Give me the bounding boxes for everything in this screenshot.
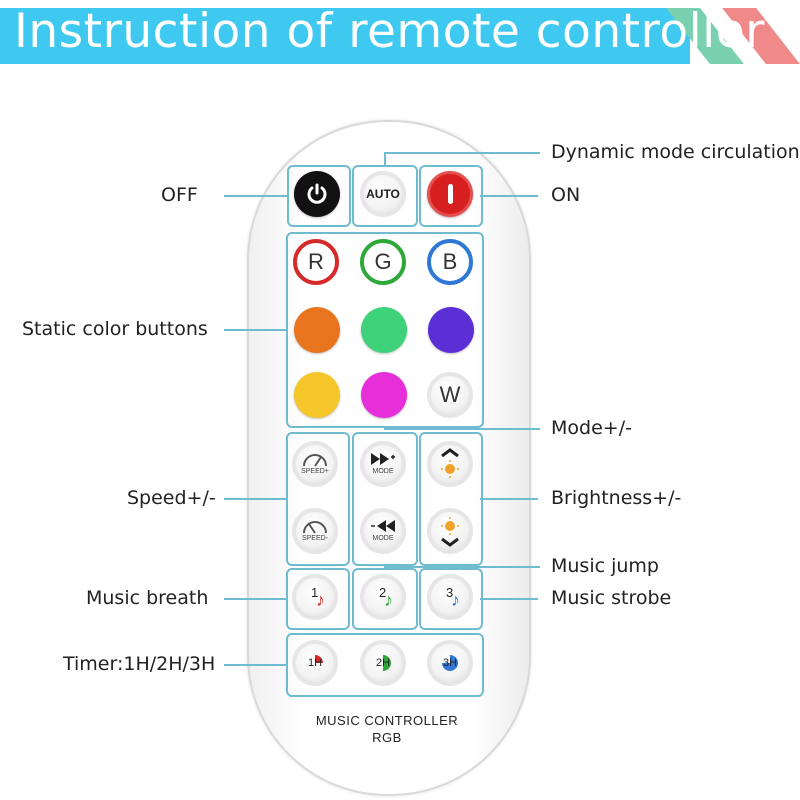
mode-plus-label: MODE [372,468,394,475]
b-button[interactable]: B [427,239,473,285]
auto-button[interactable]: AUTO [360,171,406,217]
g-button[interactable]: G [360,239,406,285]
timer-3h-button[interactable]: 3H [427,640,473,686]
mode-minus-button[interactable]: MODE [360,508,406,554]
music-breath-button[interactable]: 1 ♪ [292,574,338,620]
label-speed: Speed+/- [127,487,216,509]
title-banner: Instruction of remote controller [0,0,800,68]
on-button[interactable] [427,171,473,217]
callout-dynamic-vline [384,152,386,166]
on-bar-icon [447,184,453,204]
frame-mode [352,432,418,566]
label-music-jump: Music jump [551,555,659,577]
callout-brightness-line [480,498,538,500]
orange-button[interactable] [294,307,340,353]
music-note-icon: ♪ [451,590,460,610]
music-strobe-button[interactable]: 3 ♪ [427,574,473,620]
speedometer-icon [303,521,327,534]
timer-pie-icon [307,655,323,671]
music3-label: 3 [446,585,454,600]
brightness-plus-button[interactable] [427,441,473,487]
music-jump-button[interactable]: 2 ♪ [360,574,406,620]
r-label: R [308,249,324,274]
timer1-label: 1H [307,657,323,669]
frame-timer [286,633,484,697]
off-button[interactable] [294,171,340,217]
fast-forward-icon [371,453,395,465]
callout-music-jump-line [384,566,540,568]
brand-line2: RGB [372,730,402,745]
timer-pie-icon [375,655,391,671]
yellow-button[interactable] [294,372,340,418]
sun-up-icon [441,448,459,478]
speed-plus-label: SPEED+ [301,468,329,475]
rewind-icon [371,520,395,532]
callout-dynamic-line [384,152,540,154]
banner-bar [0,8,690,64]
callout-music-breath-line [224,598,287,600]
w-label: W [439,382,461,407]
timer-pie-icon [442,655,458,671]
callout-on-line [480,195,538,197]
green-button[interactable] [361,307,407,353]
frame-off [287,165,351,227]
speed-plus-button[interactable]: SPEED+ [292,441,338,487]
callout-speed-line [224,498,287,500]
music1-label: 1 [311,585,319,600]
r-button[interactable]: R [293,239,339,285]
mode-minus-label: MODE [372,535,394,542]
label-music-breath: Music breath [86,587,209,609]
b-label: B [442,249,458,274]
auto-label: AUTO [366,187,400,201]
timer-2h-button[interactable]: 2H [360,640,406,686]
callout-mode-line [384,428,540,430]
label-brightness: Brightness+/- [551,487,682,509]
frame-colors [286,232,484,428]
callout-static-line [224,329,287,331]
speed-minus-label: SPEED- [301,535,329,542]
brand-line1: MUSIC CONTROLLER [315,713,459,728]
speedometer-icon [303,454,327,467]
timer2-label: 2H [375,657,391,669]
frame-speed [286,432,350,566]
label-music-strobe: Music strobe [551,587,672,609]
label-dynamic: Dynamic mode circulation [551,141,800,163]
label-on: ON [551,184,581,206]
label-static: Static color buttons [22,318,208,340]
music-note-icon: ♪ [316,590,325,610]
label-off: OFF [161,184,198,206]
brightness-minus-button[interactable] [427,508,473,554]
timer-1h-button[interactable]: 1H [292,640,338,686]
callout-music-strobe-line [480,598,538,600]
speed-minus-button[interactable]: SPEED- [292,508,338,554]
g-label: G [374,249,392,274]
w-button[interactable]: W [427,372,473,418]
purple-button[interactable] [428,307,474,353]
mode-plus-button[interactable]: MODE [360,441,406,487]
timer3-label: 3H [442,657,458,669]
music2-label: 2 [379,585,387,600]
callout-off-line [224,195,288,197]
magenta-button[interactable] [361,372,407,418]
label-timer: Timer:1H/2H/3H [63,653,216,675]
callout-timer-line [224,664,287,666]
label-mode: Mode+/- [551,417,632,439]
sun-down-icon [441,517,459,547]
music-note-icon: ♪ [384,590,393,610]
frame-music2 [352,568,418,630]
power-icon [307,183,327,204]
page-title: Instruction of remote controller [14,4,765,59]
frame-music1 [286,568,350,630]
frame-auto [352,165,418,227]
